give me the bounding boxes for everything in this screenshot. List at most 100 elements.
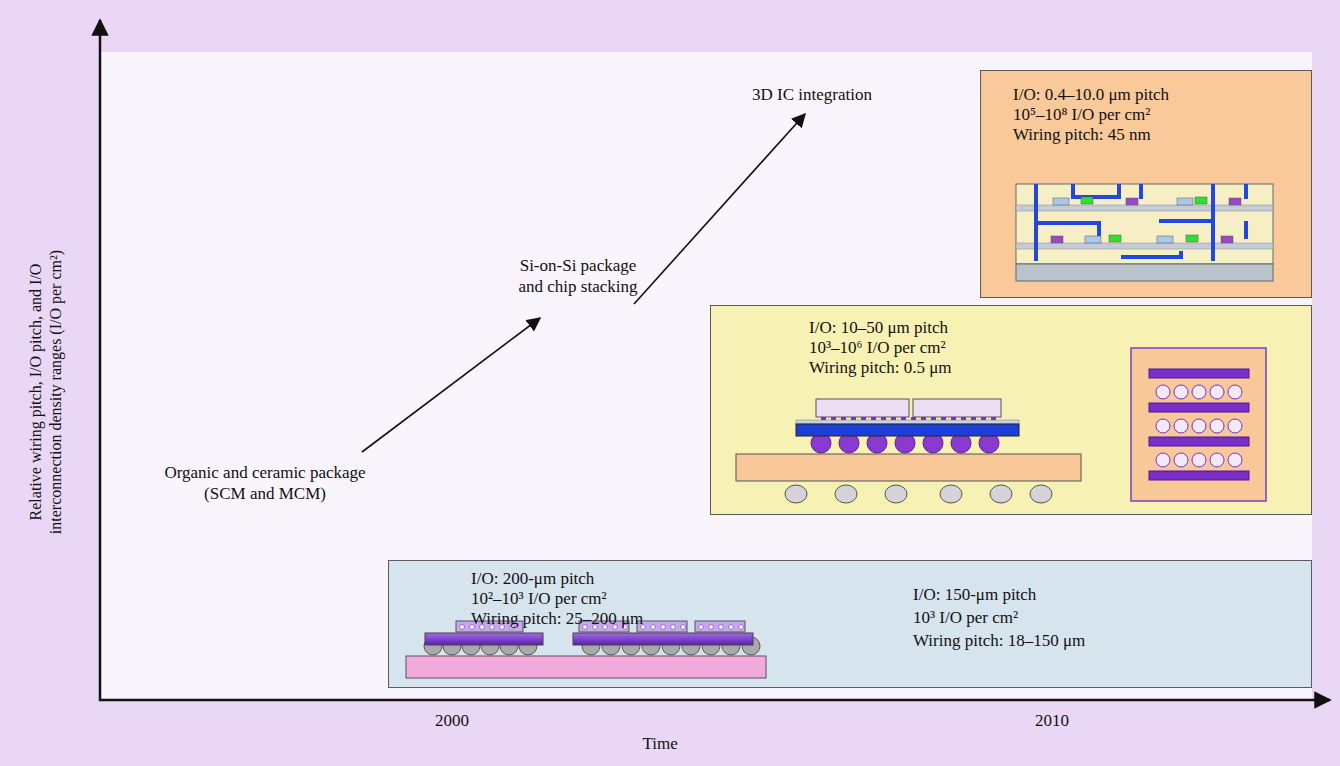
devices-part <box>1177 198 1193 205</box>
chip-stack-part <box>1156 419 1170 433</box>
spec-text: I/O: 200-μm pitch <box>471 569 594 589</box>
devices-part <box>1053 198 1069 205</box>
stage-label: 3D IC integration <box>752 84 872 105</box>
micro-bumps-part <box>901 417 906 420</box>
chip-stack-part <box>1210 385 1224 399</box>
micro-bumps-part <box>951 417 956 420</box>
chip-pads-part-part <box>729 625 734 630</box>
chip <box>913 399 1001 417</box>
micro-bumps-part <box>841 417 846 420</box>
chip-pads-part-part <box>699 625 704 630</box>
chip-pads-part-part <box>671 625 676 630</box>
spec-text: 10²–10³ I/O per cm² <box>471 589 607 609</box>
axes <box>99 20 1330 701</box>
chip-stack-part <box>1228 453 1242 467</box>
micro-bumps-part <box>961 417 966 420</box>
micro-bumps-part <box>851 417 856 420</box>
micro-bumps-part <box>821 417 826 420</box>
spec-text: I/O: 10–50 μm pitch <box>809 318 948 338</box>
chip-pads-part-part <box>661 625 666 630</box>
spec-text: 10⁵–10⁸ I/O per cm² <box>1013 105 1150 125</box>
devices-part <box>1109 235 1121 242</box>
trend-arrow <box>634 114 805 304</box>
chip-stack-part <box>1156 453 1170 467</box>
chip-stack-part <box>1174 419 1188 433</box>
solder-balls-part <box>1030 485 1052 503</box>
interposer-layer <box>796 420 1019 424</box>
substrate <box>406 656 766 678</box>
plot-area <box>100 52 1312 700</box>
chip-stack-part <box>1149 471 1249 480</box>
spec-text: 10³ I/O per cm² <box>913 608 1018 628</box>
axis-tick-label: 2010 <box>1035 710 1069 731</box>
devices-part <box>1157 236 1173 243</box>
vertical-wiring <box>1036 184 1246 261</box>
chip-pads-part-part <box>460 625 465 630</box>
micro-bumps-part <box>971 417 976 420</box>
chip-stack-part <box>1192 419 1206 433</box>
devices-part <box>1126 198 1138 205</box>
device-layers <box>1016 184 1273 264</box>
micro-bumps-part <box>881 417 886 420</box>
vertical-wiring-part <box>1073 184 1119 197</box>
si-on-si-band: I/O: 10–50 μm pitch10³–10⁶ I/O per cm²Wi… <box>710 305 1312 515</box>
chip-pads-part <box>641 625 686 630</box>
chip-stack-part <box>1228 385 1242 399</box>
devices-part <box>1081 197 1093 204</box>
solder-balls <box>785 485 1052 503</box>
vertical-wiring-part <box>1159 219 1213 223</box>
chip-stack-part <box>1210 419 1224 433</box>
vertical-wiring-part <box>1121 251 1181 257</box>
chip-carrier <box>425 633 543 645</box>
devices-part <box>1085 236 1101 243</box>
chip-pads-part-part <box>739 625 744 630</box>
layer <box>1016 243 1273 249</box>
solder-balls-part <box>990 485 1012 503</box>
chip-stack-part <box>1174 385 1188 399</box>
micro-bumps-part <box>831 417 836 420</box>
axis-tick-label: 2000 <box>435 710 469 731</box>
chip <box>816 399 909 417</box>
spec-text: Wiring pitch: 45 nm <box>1013 125 1151 145</box>
axis-title: Relative wiring pitch, I/O pitch, and I/… <box>26 212 66 572</box>
chip-stack-part <box>1174 453 1188 467</box>
spec-text: Wiring pitch: 25–200 μm <box>471 609 643 629</box>
organic-package-band: I/O: 200-μm pitch10²–10³ I/O per cm²Wiri… <box>388 560 1312 688</box>
devices-part <box>1051 236 1063 243</box>
layer <box>1016 205 1273 211</box>
solder-balls-part <box>885 485 907 503</box>
chip-stack-part <box>1210 453 1224 467</box>
stage-label: Si-on-Si package and chip stacking <box>508 255 648 297</box>
spec-text: Wiring pitch: 18–150 μm <box>913 631 1085 651</box>
axis-line <box>99 699 1330 702</box>
chip-stack-part <box>1149 403 1249 412</box>
chip-pads-part-part <box>651 625 656 630</box>
devices-part <box>1229 198 1241 205</box>
chip-stack <box>1149 369 1249 480</box>
micro-bumps-part <box>941 417 946 420</box>
chip-pads-part-part <box>681 625 686 630</box>
vertical-wiring-part <box>1139 184 1143 199</box>
micro-bumps-part <box>911 417 916 420</box>
stage-label: Organic and ceramic package (SCM and MCM… <box>158 462 373 504</box>
silicon-base <box>1016 264 1273 281</box>
spec-text: I/O: 0.4–10.0 μm pitch <box>1013 85 1169 105</box>
chip-stack-part <box>1192 453 1206 467</box>
vertical-wiring-part <box>1244 184 1248 199</box>
si-on-si-illustration <box>711 306 1313 516</box>
si-interposer <box>796 424 1019 436</box>
solder-balls-part <box>835 485 857 503</box>
chip-stack-part <box>1228 419 1242 433</box>
spec-text: I/O: 150-μm pitch <box>913 585 1036 605</box>
solder-balls-part <box>785 485 807 503</box>
chip-pads-part-part <box>719 625 724 630</box>
chip-stack-part <box>1156 385 1170 399</box>
micro-bumps <box>821 417 996 420</box>
3d-ic-band: I/O: 0.4–10.0 μm pitch10⁵–10⁸ I/O per cm… <box>980 70 1312 298</box>
chips-part <box>695 621 745 632</box>
devices-part <box>1186 235 1198 242</box>
micro-bumps-part <box>871 417 876 420</box>
trend-arrow <box>362 318 540 452</box>
vertical-wiring-part <box>1244 221 1248 239</box>
spec-text: Wiring pitch: 0.5 μm <box>809 358 952 378</box>
